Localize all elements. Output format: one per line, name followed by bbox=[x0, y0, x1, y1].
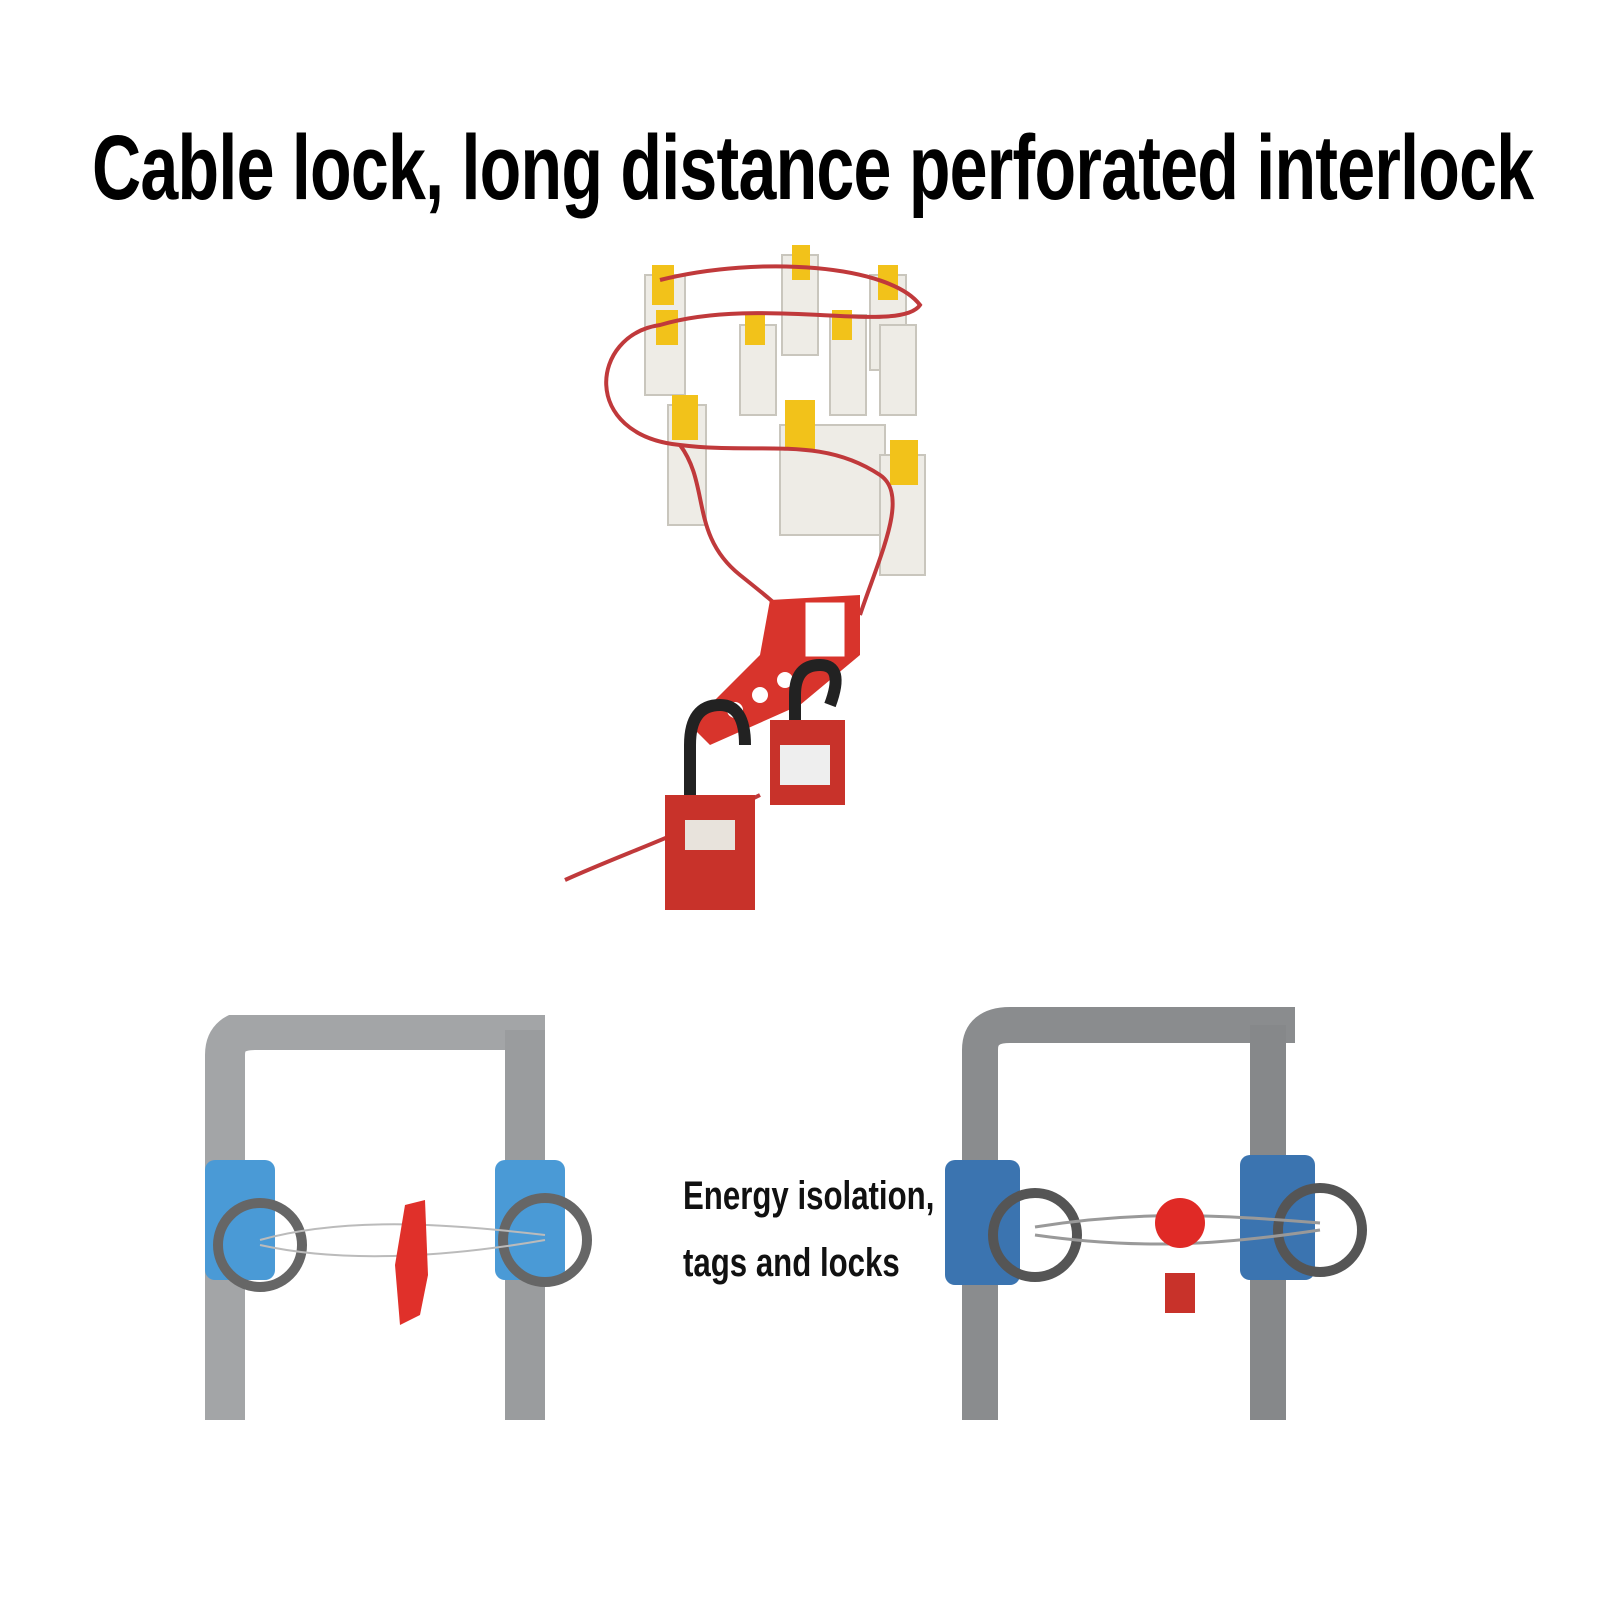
caption-line-2: tags and locks bbox=[683, 1241, 900, 1285]
valve-cable-lock-image bbox=[945, 1007, 1367, 1420]
breaker-cable-lock-image bbox=[564, 245, 926, 910]
caption-line-1: Energy isolation, bbox=[683, 1174, 935, 1218]
cable-lock-body bbox=[1155, 1198, 1205, 1248]
page-title: Cable lock, long distance perforated int… bbox=[92, 117, 1534, 219]
padlock bbox=[665, 795, 755, 910]
valve-lockout-hasp-image bbox=[205, 1015, 592, 1420]
padlock bbox=[1165, 1273, 1195, 1313]
